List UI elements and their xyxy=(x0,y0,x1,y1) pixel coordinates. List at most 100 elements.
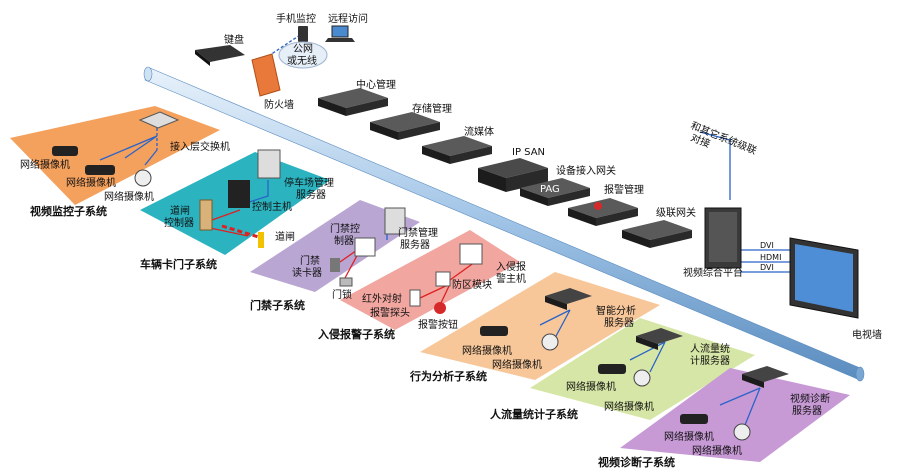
central-mgmt-label: 中心管理 xyxy=(356,78,396,91)
gate-controller-icon xyxy=(199,199,213,231)
access-ctrl-label-2: 制器 xyxy=(334,234,354,247)
parking-server-label-1: 停车场管理 xyxy=(284,176,334,189)
flow-zone xyxy=(530,318,755,420)
platform-chassis xyxy=(704,207,742,269)
pag-label: PAG xyxy=(540,184,560,195)
alarm-host-icon xyxy=(459,243,483,265)
barrier-label: 道闸 xyxy=(275,230,295,243)
ip-san-storage xyxy=(478,158,548,192)
behavior-title: 行为分析子系统 xyxy=(409,369,487,383)
port-label-dvi-2: DVI xyxy=(760,263,774,272)
camera-icon xyxy=(598,364,626,374)
behavior-zone xyxy=(420,272,660,380)
control-host-label: 控制主机 xyxy=(252,200,292,213)
flow-cam-label-2: 网络摄像机 xyxy=(604,400,654,413)
video-wall-label: 电视墙 xyxy=(852,328,882,341)
flow-cam-label-1: 网络摄像机 xyxy=(566,380,616,393)
camera-icon xyxy=(680,414,708,424)
access-switch-icon xyxy=(138,111,180,129)
storage-mgmt-server xyxy=(370,112,440,140)
video-wall xyxy=(789,237,859,319)
port-label-dvi-1: DVI xyxy=(760,241,774,250)
firewall-label: 防火墙 xyxy=(264,98,294,111)
camera-icon xyxy=(85,165,115,175)
cascade-gateway-label: 级联网关 xyxy=(656,206,696,219)
behavior-cam-label-2: 网络摄像机 xyxy=(492,358,542,371)
reader-label-1: 门禁 xyxy=(300,254,320,267)
video-cam-label-1: 网络摄像机 xyxy=(20,158,70,171)
access-zone xyxy=(250,200,420,292)
camera-icon xyxy=(480,326,508,336)
streaming-server xyxy=(422,136,492,164)
flow-server-icon xyxy=(636,328,683,350)
video-monitor-zone xyxy=(10,106,220,205)
access-server-icon xyxy=(384,207,406,235)
diagnosis-server-icon xyxy=(742,366,789,388)
alarm-button-label: 报警按钮 xyxy=(418,318,458,331)
device-gateway-label: 设备接入网关 xyxy=(556,164,616,177)
firewall-icon xyxy=(251,53,281,97)
dome-camera-icon xyxy=(733,423,751,441)
alarm-mgmt-label: 报警管理 xyxy=(604,183,644,196)
alarm-button-icon xyxy=(434,302,446,314)
port-label-hdmi: HDMI xyxy=(760,253,781,262)
parking-server-icon xyxy=(257,149,281,179)
cascade-gateway xyxy=(622,220,692,248)
cloud-icon xyxy=(278,41,328,69)
ir-detector-icon xyxy=(409,289,421,307)
reader-label-2: 读卡器 xyxy=(292,266,322,279)
access-ctrl-label-1: 门禁控 xyxy=(330,222,360,235)
alarm-mgmt-server xyxy=(568,198,638,226)
gate-ctrl-label-1: 道闸 xyxy=(170,204,190,217)
gate-ctrl-label-2: 控制器 xyxy=(164,216,194,229)
parking-server-label-2: 服务器 xyxy=(296,188,326,201)
diag-server-label-2: 服务器 xyxy=(792,404,822,417)
dome-camera-icon xyxy=(541,333,559,351)
ir-label-2: 报警探头 xyxy=(370,306,410,319)
video-monitor-title: 视频监控子系统 xyxy=(30,204,107,218)
platform-label: 视频综合平台 xyxy=(683,266,743,279)
intrusion-title: 入侵报警子系统 xyxy=(318,327,395,341)
alarm-host-label-2: 警主机 xyxy=(496,272,526,285)
analysis-server-label-2: 服务器 xyxy=(604,316,634,329)
central-mgmt-server xyxy=(318,88,388,116)
internet-label-2: 或无线 xyxy=(287,54,317,67)
mobile-monitor-label: 手机监控 xyxy=(276,12,316,25)
storage-mgmt-label: 存储管理 xyxy=(412,102,452,115)
vehicle-title: 车辆卡门子系统 xyxy=(140,257,217,271)
control-host-icon xyxy=(228,180,250,208)
lock-label: 门锁 xyxy=(332,288,352,301)
alarm-host-label-1: 入侵报 xyxy=(496,260,526,273)
video-cam-label-3: 网络摄像机 xyxy=(104,190,154,203)
diagnosis-zone xyxy=(620,368,850,462)
phone-icon xyxy=(298,26,308,42)
keyboard-icon xyxy=(195,45,245,66)
lock-icon xyxy=(339,277,353,287)
internet-label-1: 公网 xyxy=(293,43,313,55)
behavior-cam-label-1: 网络摄像机 xyxy=(462,344,512,357)
ip-san-label: IP SAN xyxy=(512,147,545,158)
diag-cam-label-1: 网络摄像机 xyxy=(664,430,714,443)
flow-title: 人流量统计子系统 xyxy=(490,407,578,421)
access-server-label-2: 服务器 xyxy=(400,238,430,251)
analysis-server-icon xyxy=(545,288,592,310)
access-switch-label: 接入层交换机 xyxy=(170,140,230,153)
video-cam-label-2: 网络摄像机 xyxy=(66,176,116,189)
access-controller-icon xyxy=(354,237,376,257)
streaming-label: 流媒体 xyxy=(464,125,494,138)
ir-label-1: 红外对射 xyxy=(362,292,402,305)
card-reader-icon xyxy=(330,258,340,272)
backbone-pipe xyxy=(143,66,865,382)
camera-icon xyxy=(52,146,78,156)
diag-cam-label-2: 网络摄像机 xyxy=(692,444,742,457)
zone-module-icon xyxy=(435,271,451,287)
diag-server-label-1: 视频诊断 xyxy=(790,392,830,405)
zone-module-label: 防区模块 xyxy=(452,278,492,291)
flow-server-label-1: 人流量统 xyxy=(690,342,730,355)
barrier-icon xyxy=(221,224,264,248)
access-title: 门禁子系统 xyxy=(250,298,305,312)
laptop-icon xyxy=(325,25,355,42)
access-server-label-1: 门禁管理 xyxy=(398,226,438,239)
keyboard-label: 键盘 xyxy=(224,33,244,46)
